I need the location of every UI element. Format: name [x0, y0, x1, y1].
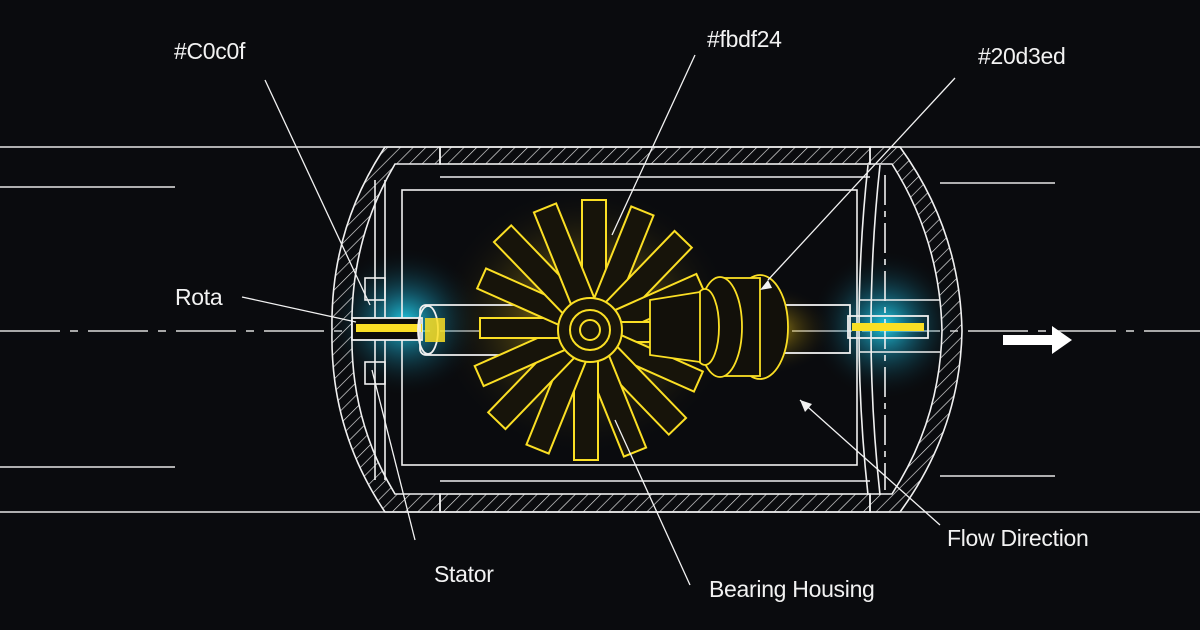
leader-lines: [241, 54, 956, 586]
leader-arrowheads: [760, 280, 812, 412]
shaft: [351, 304, 929, 356]
housing: [331, 146, 963, 513]
label-bearing-housing: Bearing Housing: [709, 576, 875, 602]
label-color-fbdf24: #fbdf24: [707, 26, 782, 52]
label-color-c0c0f: #C0c0f: [174, 38, 246, 64]
label-flow-direction: Flow Direction: [947, 525, 1089, 551]
rotor-blades: [473, 199, 707, 461]
label-stator: Stator: [434, 561, 494, 587]
flow-direction-arrow-icon: [1003, 326, 1072, 354]
bearing-housing: [649, 274, 789, 380]
label-rota: Rota: [175, 284, 223, 310]
label-color-20d3ed: #20d3ed: [978, 43, 1066, 69]
